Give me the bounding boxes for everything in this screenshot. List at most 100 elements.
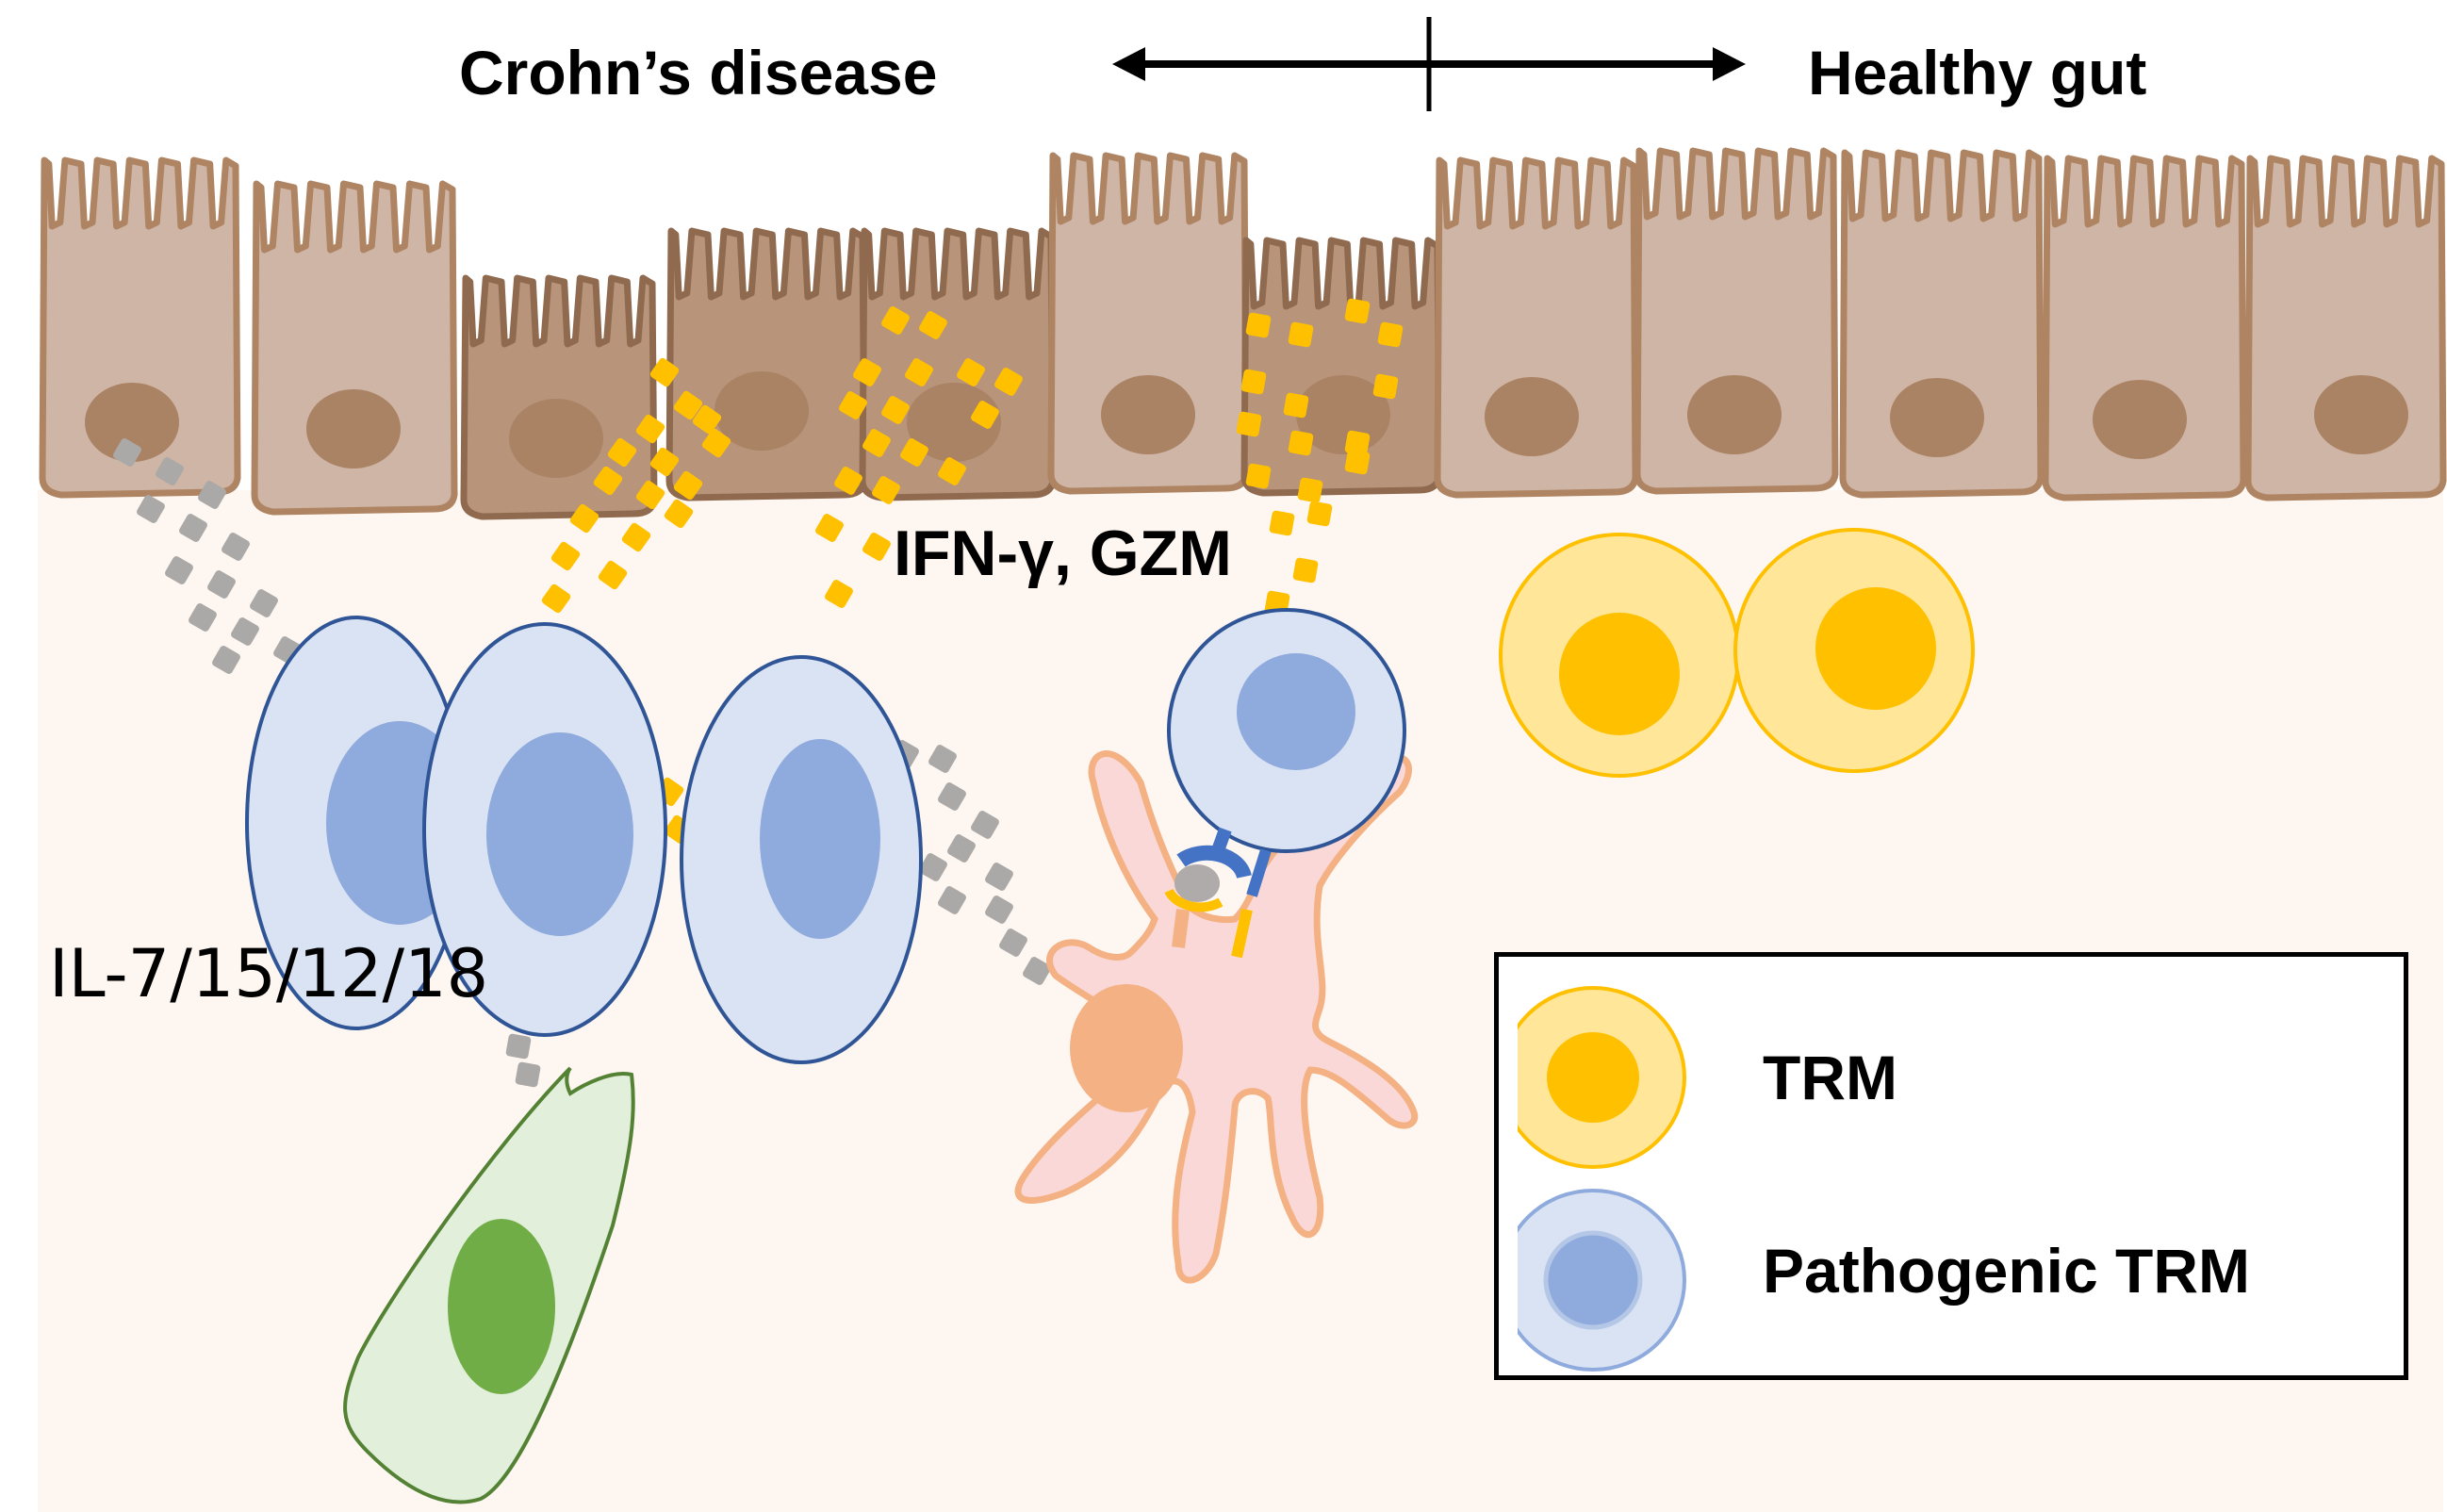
ifn-gzm-particle xyxy=(1372,373,1399,400)
ifn-gzm-particle xyxy=(1377,321,1404,348)
ifn-gzm-label: IFN-γ, GZM xyxy=(894,518,1232,589)
antigen xyxy=(1174,864,1220,902)
cytokine-particle xyxy=(947,834,976,863)
epithelial-cell-body xyxy=(1240,237,1443,497)
cytokine-particle xyxy=(231,617,259,646)
epithelial-cell xyxy=(1240,237,1443,497)
ifn-gzm-particle xyxy=(635,414,665,444)
trm-cell-icon xyxy=(1518,986,1686,1169)
pathogenic-trm-cell-icon xyxy=(1518,1189,1686,1372)
epithelial-cell xyxy=(39,156,241,499)
ifn-gzm-particle xyxy=(541,583,571,614)
pathogenic-trm-cell-nucleus xyxy=(760,739,880,939)
ifn-gzm-particle xyxy=(664,499,694,529)
cytokine-particle xyxy=(207,570,236,599)
epithelial-cell xyxy=(251,180,458,516)
epithelial-cell-body xyxy=(251,180,458,516)
cytokine-particle xyxy=(212,646,240,674)
cytokine-particle xyxy=(971,811,999,839)
cytokine-particle xyxy=(938,886,966,914)
trm-cell-nucleus xyxy=(1559,613,1680,735)
ifn-gzm-particle xyxy=(839,391,867,419)
pathogenic-trm-cell-nucleus xyxy=(1237,653,1355,770)
ifn-gzm-particle xyxy=(1344,449,1371,475)
ifn-gzm-particle xyxy=(673,470,703,501)
ifn-gzm-particle xyxy=(900,438,928,467)
costim-ligand xyxy=(1231,908,1253,959)
ifn-gzm-particle xyxy=(1344,430,1371,456)
cytokine-particle xyxy=(179,514,207,542)
ifn-gzm-particle xyxy=(881,396,910,424)
trm-cell-nucleus xyxy=(1815,587,1936,710)
epithelial-cell-body xyxy=(1634,147,1839,495)
ifn-gzm-particle xyxy=(692,404,722,435)
ifn-gzm-particle xyxy=(593,466,623,496)
trm-cell xyxy=(1733,528,1975,773)
ifn-gzm-particle xyxy=(862,429,891,457)
cytokine-particle xyxy=(1023,957,1051,985)
ifn-gzm-particle xyxy=(853,358,881,386)
ifn-gzm-particle xyxy=(905,358,933,386)
ifn-gzm-particle xyxy=(673,390,703,420)
cytokine-particle xyxy=(919,853,947,881)
cytokine-particle xyxy=(999,929,1027,957)
dendritic-cell-nucleus xyxy=(1070,984,1183,1112)
cytokine-label: IL-7/15/12/18 xyxy=(49,935,489,1012)
cytokine-particle xyxy=(515,1061,541,1088)
epithelial-cell-nucleus xyxy=(1890,378,1984,457)
immune-cell-layer xyxy=(245,528,1975,1504)
ifn-gzm-particle xyxy=(919,311,947,339)
arrow-right-head-icon xyxy=(1713,47,1746,81)
mhc-stalk xyxy=(1172,909,1190,948)
epithelial-cell-body xyxy=(460,274,658,520)
cytokine-particle xyxy=(137,495,165,523)
crohns-disease-label: Crohn’s disease xyxy=(459,38,938,107)
ifn-gzm-particle xyxy=(550,541,581,571)
epithelial-cell xyxy=(1434,156,1639,499)
immune-synapse xyxy=(1164,827,1272,959)
ifn-gzm-particle xyxy=(1283,392,1309,419)
ifn-gzm-particle xyxy=(649,447,680,477)
cytokine-particle xyxy=(928,745,957,773)
ifn-gzm-particle xyxy=(1269,510,1295,536)
cytokine-particle xyxy=(189,603,217,632)
epithelial-cell-nucleus xyxy=(85,383,179,462)
ifn-gzm-particle xyxy=(635,480,665,510)
costim-receptor xyxy=(1246,848,1272,897)
arrow-left-head-icon xyxy=(1112,47,1145,81)
epithelial-cell-nucleus xyxy=(509,399,603,478)
ifn-gzm-particle xyxy=(1245,463,1272,489)
cytokine-particle xyxy=(165,556,193,584)
pathogenic-trm-cell xyxy=(422,622,667,1037)
epithelial-cell-nucleus xyxy=(1101,375,1195,454)
epithelial-cell xyxy=(460,274,658,520)
epithelial-cell xyxy=(2042,155,2247,501)
disease-health-axis xyxy=(1112,17,1746,111)
epithelial-cell xyxy=(1047,152,1250,495)
cytokine-particle xyxy=(113,438,141,467)
ifn-gzm-particle xyxy=(598,560,628,590)
cytokine-particle xyxy=(156,457,184,485)
ifn-gzm-particle xyxy=(621,522,651,552)
stromal-cell-nucleus xyxy=(448,1219,555,1394)
epithelial-cell-nucleus xyxy=(306,389,401,468)
ifn-gzm-particle xyxy=(881,306,910,335)
epithelial-cell xyxy=(859,227,1057,501)
epithelial-layer xyxy=(39,147,2447,520)
ifn-gzm-particle xyxy=(1292,557,1319,583)
cytokine-particle xyxy=(985,863,1013,891)
epithelial-cell-nucleus xyxy=(714,371,809,451)
ifn-gzm-particle xyxy=(825,580,853,608)
epithelial-cell-body xyxy=(1047,152,1250,495)
mhc-cup xyxy=(1164,888,1224,912)
ifn-gzm-particle xyxy=(872,476,900,504)
ifn-gzm-particle xyxy=(607,437,637,468)
ifn-gzm-particle xyxy=(971,401,999,429)
epithelial-cell xyxy=(2244,155,2447,501)
epithelial-cell xyxy=(1839,149,2045,499)
epithelial-cell-nucleus xyxy=(1687,375,1782,454)
ifn-gzm-particle xyxy=(1344,298,1371,324)
epithelial-cell xyxy=(665,227,868,501)
ifn-gzm-particle xyxy=(1306,501,1333,527)
